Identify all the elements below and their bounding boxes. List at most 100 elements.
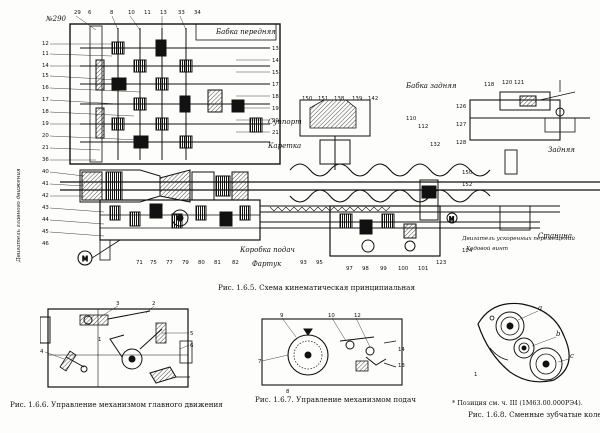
- svg-text:2: 2: [152, 301, 155, 307]
- svg-text:11: 11: [42, 51, 49, 57]
- svg-text:7: 7: [258, 359, 261, 365]
- svg-text:19: 19: [272, 106, 279, 112]
- svg-text:127: 127: [456, 122, 466, 128]
- svg-text:10: 10: [328, 313, 335, 319]
- svg-text:4: 4: [40, 349, 44, 355]
- svg-text:15: 15: [272, 70, 279, 76]
- label-small-left: Двигатель главного движения: [16, 168, 22, 263]
- svg-text:98: 98: [362, 266, 369, 272]
- caption-feed-control: Рис. 1.6.7. Управление механизмом подач: [255, 395, 416, 404]
- svg-text:19: 19: [42, 121, 49, 127]
- svg-text:95: 95: [316, 260, 323, 266]
- bottom-callout-numbers: 71 75 77 79 80 81 82 97 98 99 100 101 12…: [136, 248, 473, 272]
- svg-text:20: 20: [272, 118, 279, 124]
- svg-text:139: 139: [352, 96, 363, 102]
- svg-text:10: 10: [128, 10, 135, 16]
- svg-text:138: 138: [334, 96, 345, 102]
- svg-text:45: 45: [42, 229, 49, 235]
- feed-box: [99, 199, 261, 241]
- tailstock: [469, 80, 590, 231]
- gear-c-label: c: [570, 352, 574, 360]
- svg-text:12: 12: [42, 41, 49, 47]
- svg-text:1: 1: [98, 337, 101, 343]
- svg-text:6: 6: [190, 343, 194, 349]
- svg-text:118: 118: [484, 82, 495, 88]
- spindle-chuck: [60, 169, 600, 203]
- svg-text:126: 126: [456, 104, 467, 110]
- label-lead-screw: Ходовой винт: [465, 246, 508, 252]
- carriage-apron: M: [289, 99, 491, 257]
- svg-text:112: 112: [418, 124, 428, 130]
- svg-text:110: 110: [406, 116, 417, 122]
- svg-text:16: 16: [42, 85, 49, 91]
- svg-text:M: M: [449, 216, 454, 223]
- svg-text:132: 132: [430, 142, 440, 148]
- svg-text:21: 21: [42, 145, 49, 151]
- svg-text:44: 44: [42, 217, 49, 223]
- svg-text:82: 82: [232, 260, 239, 266]
- svg-text:8: 8: [286, 389, 290, 395]
- svg-text:5: 5: [190, 331, 193, 337]
- svg-text:15: 15: [42, 73, 49, 79]
- svg-text:99: 99: [380, 266, 387, 272]
- left-callouts: [49, 43, 141, 237]
- figure-main-drive-control: 3 2 5 6 4 1: [40, 301, 194, 388]
- svg-text:29: 29: [74, 10, 81, 16]
- svg-text:151: 151: [318, 96, 328, 102]
- svg-text:124: 124: [462, 248, 473, 254]
- svg-text:21: 21: [272, 130, 279, 136]
- svg-text:97: 97: [346, 266, 353, 272]
- top-callout-numbers: 29 6 8 10 11 13 33 34: [74, 10, 201, 31]
- caption-main: Рис. 1.6.5. Схема кинематическая принцип…: [218, 283, 415, 292]
- svg-text:75: 75: [150, 260, 157, 266]
- svg-text:100: 100: [398, 266, 409, 272]
- headstock-block: [69, 23, 281, 165]
- kinematic-schematic: №290: [16, 10, 600, 272]
- main-motor: M: [77, 239, 121, 266]
- svg-text:150: 150: [302, 96, 313, 102]
- svg-text:M: M: [82, 255, 88, 263]
- svg-text:46: 46: [42, 241, 49, 247]
- headstock-right-callouts: 13 14 15 17 18 19 20 21: [236, 46, 279, 136]
- svg-text:18: 18: [42, 109, 49, 115]
- headstock-gears: [95, 39, 263, 149]
- svg-text:12: 12: [354, 313, 361, 319]
- svg-text:13: 13: [272, 46, 279, 52]
- svg-text:128: 128: [456, 140, 467, 146]
- svg-text:34: 34: [194, 10, 201, 16]
- svg-text:121: 121: [514, 80, 524, 86]
- svg-text:17: 17: [42, 97, 49, 103]
- label-feed-box: Коробка подач: [239, 246, 295, 254]
- gear-b-label: b: [556, 330, 561, 338]
- svg-text:20: 20: [42, 133, 49, 139]
- svg-text:123: 123: [436, 260, 446, 266]
- label-rear: Задняя: [548, 146, 575, 154]
- carriage-callout-numbers: 150 151 138 139 142 110 112 132 118 120 …: [302, 80, 524, 188]
- left-callout-numbers: 12 11 14 15 16 17 18 19 20 21 36 40 41 4…: [42, 41, 49, 247]
- footnote: * Позиция см. ч. III (1М63.00.000РЭ4).: [452, 399, 583, 407]
- svg-text:93: 93: [300, 260, 307, 266]
- label-tailstock: Бабка задняя: [405, 82, 457, 90]
- svg-text:101: 101: [418, 266, 428, 272]
- caption-change-gears: Рис. 1.6.8. Сменные зубчатые колеса: [468, 410, 600, 419]
- svg-text:13: 13: [398, 363, 405, 369]
- svg-text:11: 11: [144, 10, 151, 16]
- svg-text:6: 6: [88, 10, 92, 16]
- gear-a-label: a: [538, 304, 542, 312]
- svg-text:40: 40: [42, 169, 49, 175]
- svg-text:77: 77: [166, 260, 173, 266]
- svg-text:8: 8: [110, 10, 114, 16]
- schematic-id-label: №290: [45, 15, 67, 23]
- svg-text:13: 13: [160, 10, 167, 16]
- label-motor-rapid: Двигатель ускоренных перемещений: [461, 236, 575, 242]
- svg-text:80: 80: [198, 260, 205, 266]
- svg-text:42: 42: [42, 193, 49, 199]
- svg-text:120: 120: [502, 80, 513, 86]
- svg-text:18: 18: [272, 94, 279, 100]
- caption-main-drive-control: Рис. 1.6.6. Управление механизмом главно…: [10, 400, 223, 409]
- figure-feed-control: 9 10 12 14 13 7 8: [258, 313, 405, 395]
- svg-text:33: 33: [178, 10, 185, 16]
- label-main-drive: Бабка передняя: [215, 28, 276, 36]
- label-support: Суппорт: [268, 118, 302, 126]
